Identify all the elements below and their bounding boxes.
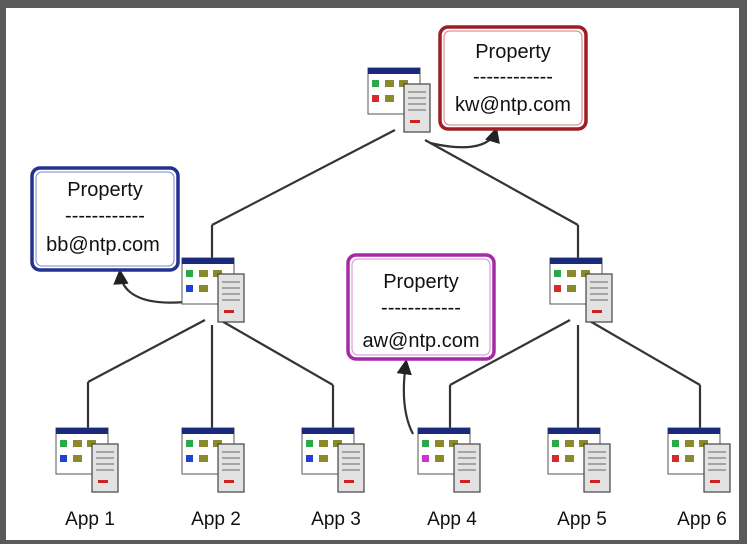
property-box-left-border bbox=[30, 166, 180, 272]
edge-left-app1 bbox=[87, 319, 206, 383]
property-separator: ------------ bbox=[65, 205, 145, 227]
app-label: App 2 bbox=[191, 509, 241, 530]
app-nodes: App 1 App 2 App 3 App 4 App 5 App 6 bbox=[55, 427, 731, 530]
property-separator: ------------ bbox=[381, 297, 461, 319]
node-accent-square bbox=[306, 455, 313, 462]
node-accent-square bbox=[60, 455, 67, 462]
arrow-app4-to-property bbox=[396, 358, 414, 435]
property-box-top-inner-border bbox=[443, 30, 583, 126]
node-accent-square bbox=[552, 455, 559, 462]
property-title: Property bbox=[67, 179, 143, 201]
connection-lines bbox=[86, 127, 702, 435]
node-accent-square bbox=[186, 455, 193, 462]
app-node-4[interactable]: App 4 bbox=[417, 427, 481, 530]
edge-right-app6 bbox=[587, 319, 701, 386]
property-box-center-border bbox=[346, 253, 496, 361]
app-node-2[interactable]: App 2 bbox=[181, 427, 245, 530]
app-label: App 4 bbox=[427, 509, 477, 530]
property-box-left[interactable]: Property ------------ bb@ntp.com bbox=[30, 166, 180, 272]
property-box-left-inner-border bbox=[35, 171, 175, 267]
app-label: App 5 bbox=[557, 509, 607, 530]
property-email: aw@ntp.com bbox=[362, 330, 479, 352]
property-title: Property bbox=[475, 41, 551, 63]
app-node-3[interactable]: App 3 bbox=[301, 427, 365, 530]
edge-left-app3 bbox=[219, 319, 334, 386]
node-accent-square bbox=[372, 95, 379, 102]
property-separator: ------------ bbox=[473, 66, 553, 88]
property-box-top[interactable]: Property ------------ kw@ntp.com bbox=[438, 25, 588, 131]
property-email: bb@ntp.com bbox=[46, 234, 160, 256]
app-node-5[interactable]: App 5 bbox=[547, 427, 611, 530]
app-label: App 1 bbox=[65, 509, 115, 530]
app-label: App 6 bbox=[677, 509, 727, 530]
edge-root-right bbox=[424, 139, 579, 226]
edge-root-left bbox=[211, 129, 396, 226]
node-accent-square bbox=[422, 455, 429, 462]
edge-right-app4 bbox=[449, 319, 571, 386]
property-email: kw@ntp.com bbox=[455, 94, 571, 116]
property-title: Property bbox=[383, 271, 459, 293]
node-accent-square bbox=[186, 285, 193, 292]
node-accent-square bbox=[672, 455, 679, 462]
app-node-1[interactable]: App 1 bbox=[55, 427, 119, 530]
arrow-root-to-property bbox=[429, 127, 500, 149]
node-accent-square bbox=[554, 285, 561, 292]
property-box-top-border bbox=[438, 25, 588, 131]
app-label: App 3 bbox=[311, 509, 361, 530]
property-box-center-inner-border bbox=[351, 258, 491, 356]
app-node-6[interactable]: App 6 bbox=[667, 427, 731, 530]
property-box-center[interactable]: Property ------------ aw@ntp.com bbox=[346, 253, 496, 361]
arrow-left-to-property bbox=[113, 268, 186, 304]
server-nodes bbox=[181, 67, 613, 323]
